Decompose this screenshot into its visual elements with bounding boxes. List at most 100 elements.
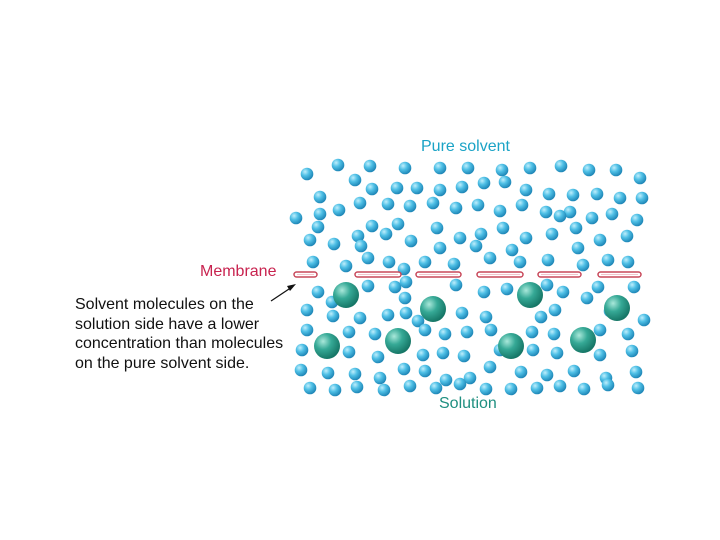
solvent-molecule bbox=[576, 258, 590, 272]
explanation-line: concentration than molecules bbox=[75, 335, 284, 352]
solvent-molecule bbox=[539, 205, 553, 219]
solvent-molecule bbox=[542, 187, 556, 201]
solvent-molecule bbox=[530, 381, 544, 395]
solvent-molecule bbox=[339, 259, 353, 273]
solvent-molecule bbox=[447, 257, 461, 271]
pure-solvent-label: Pure solvent bbox=[421, 138, 510, 155]
solvent-molecule bbox=[627, 280, 641, 294]
solvent-molecule bbox=[495, 163, 509, 177]
solvent-molecule bbox=[455, 306, 469, 320]
solvent-molecule bbox=[550, 346, 564, 360]
solvent-molecule bbox=[471, 198, 485, 212]
solvent-molecule bbox=[526, 343, 540, 357]
membrane bbox=[293, 271, 642, 278]
solvent-molecule bbox=[631, 381, 645, 395]
solvent-molecule bbox=[590, 187, 604, 201]
solvent-molecule bbox=[605, 207, 619, 221]
solvent-molecule bbox=[311, 285, 325, 299]
solvent-molecule bbox=[554, 159, 568, 173]
solvent-molecule bbox=[514, 365, 528, 379]
solvent-molecule bbox=[382, 255, 396, 269]
solvent-molecule bbox=[313, 207, 327, 221]
solvent-molecule bbox=[410, 181, 424, 195]
membrane-label: Membrane bbox=[200, 263, 277, 280]
solvent-molecule bbox=[399, 306, 413, 320]
solvent-molecule bbox=[371, 350, 385, 364]
solvent-molecule bbox=[637, 313, 651, 327]
solvent-molecule bbox=[545, 227, 559, 241]
solvent-molecule bbox=[348, 173, 362, 187]
solvent-molecule bbox=[569, 221, 583, 235]
solvent-molecule bbox=[300, 303, 314, 317]
pointer-arrow-line bbox=[270, 286, 293, 302]
solvent-molecule bbox=[625, 344, 639, 358]
solvent-molecule bbox=[300, 167, 314, 181]
solvent-molecule bbox=[593, 233, 607, 247]
solvent-molecule bbox=[289, 211, 303, 225]
solvent-molecule bbox=[534, 310, 548, 324]
solvent-molecule bbox=[500, 282, 514, 296]
solvent-molecule bbox=[582, 163, 596, 177]
solvent-molecule bbox=[629, 365, 643, 379]
solvent-molecule bbox=[540, 278, 554, 292]
solvent-molecule bbox=[379, 227, 393, 241]
solvent-molecule bbox=[403, 199, 417, 213]
solvent-molecule bbox=[479, 310, 493, 324]
solvent-molecule bbox=[548, 303, 562, 317]
solvent-molecule bbox=[585, 211, 599, 225]
solvent-molecule bbox=[515, 198, 529, 212]
solvent-molecule bbox=[553, 209, 567, 223]
solute-molecule bbox=[333, 282, 359, 308]
solvent-molecule bbox=[556, 285, 570, 299]
solvent-molecules bbox=[289, 158, 651, 397]
solvent-molecule bbox=[513, 255, 527, 269]
solvent-molecule bbox=[300, 323, 314, 337]
solute-molecule bbox=[420, 296, 446, 322]
solvent-molecule bbox=[547, 327, 561, 341]
solute-molecule bbox=[570, 327, 596, 353]
solvent-molecule bbox=[571, 241, 585, 255]
solvent-molecule bbox=[498, 175, 512, 189]
solvent-molecule bbox=[418, 364, 432, 378]
solvent-molecule bbox=[363, 159, 377, 173]
solvent-molecule bbox=[326, 309, 340, 323]
solute-molecule bbox=[385, 328, 411, 354]
solvent-molecule bbox=[361, 279, 375, 293]
solvent-molecule bbox=[391, 217, 405, 231]
solvent-molecule bbox=[523, 161, 537, 175]
solvent-molecule bbox=[469, 239, 483, 253]
solvent-molecule bbox=[519, 231, 533, 245]
solvent-molecule bbox=[294, 363, 308, 377]
solute-molecule bbox=[314, 333, 340, 359]
solvent-molecule bbox=[477, 176, 491, 190]
solvent-molecule bbox=[620, 229, 634, 243]
solvent-molecule bbox=[303, 233, 317, 247]
explanation-text: Solvent molecules on the solution side h… bbox=[75, 295, 283, 373]
solvent-molecule bbox=[519, 183, 533, 197]
solvent-molecule bbox=[361, 251, 375, 265]
solvent-molecule bbox=[365, 219, 379, 233]
solvent-molecule bbox=[418, 323, 432, 337]
solvent-molecule bbox=[633, 171, 647, 185]
solvent-molecule bbox=[430, 221, 444, 235]
solvent-molecule bbox=[504, 382, 518, 396]
solvent-molecule bbox=[474, 227, 488, 241]
solvent-molecule bbox=[332, 203, 346, 217]
solvent-molecule bbox=[416, 348, 430, 362]
solvent-molecule bbox=[460, 325, 474, 339]
solvent-molecule bbox=[404, 234, 418, 248]
solvent-molecule bbox=[540, 368, 554, 382]
solvent-molecule bbox=[303, 381, 317, 395]
solvent-molecule bbox=[397, 362, 411, 376]
solvent-molecule bbox=[418, 255, 432, 269]
solvent-molecule bbox=[479, 382, 493, 396]
solvent-molecule bbox=[621, 255, 635, 269]
solvent-molecule bbox=[553, 379, 567, 393]
solvent-molecule bbox=[353, 196, 367, 210]
solvent-molecule bbox=[342, 345, 356, 359]
solvent-molecule bbox=[449, 278, 463, 292]
solvent-molecule bbox=[483, 251, 497, 265]
solvent-molecule bbox=[493, 204, 507, 218]
solvent-molecule bbox=[621, 327, 635, 341]
